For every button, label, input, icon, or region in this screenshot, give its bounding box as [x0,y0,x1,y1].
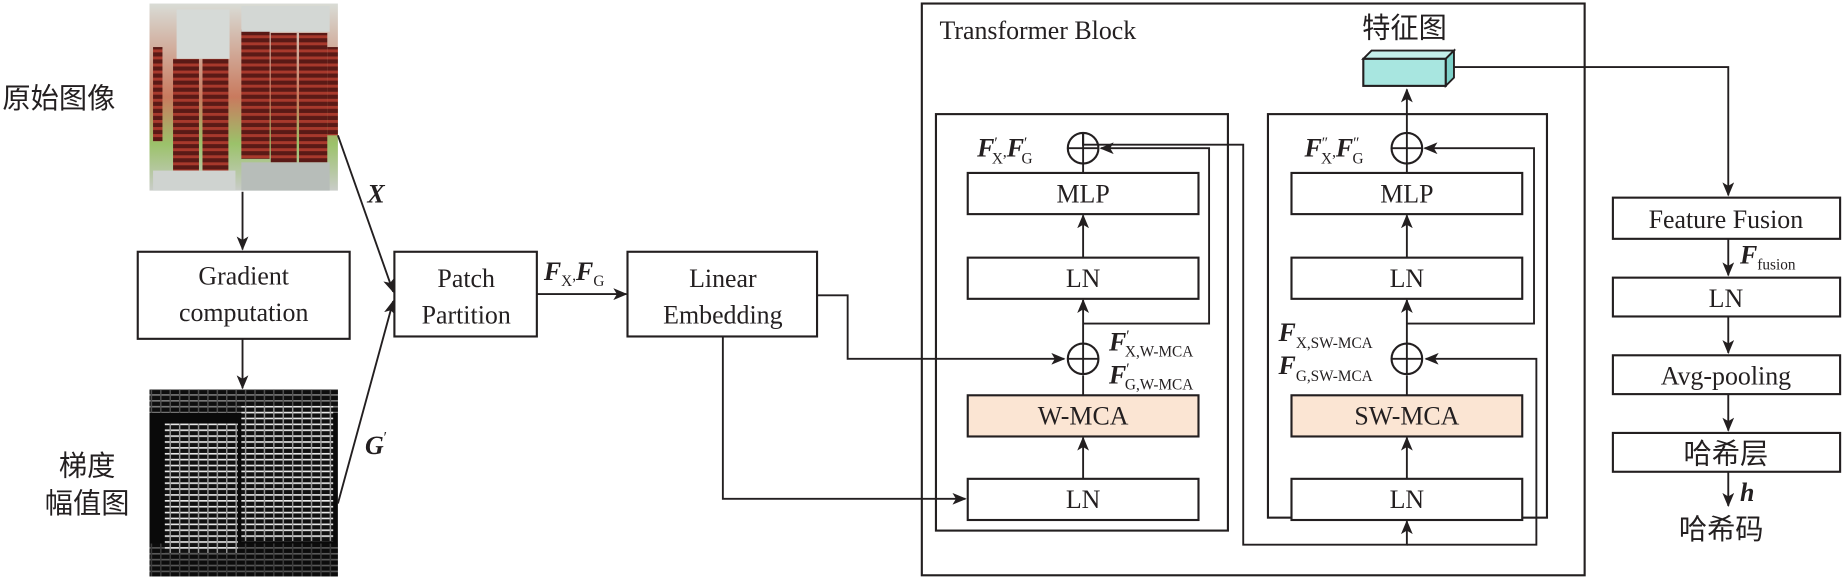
gradient-image-label-line2: 幅值图 [45,487,130,520]
connector-block2-skip-1 [1406,352,1538,546]
hash-layer-label: 哈希层 [1684,438,1769,471]
gradient-image-label-line1: 梯度 [59,449,116,482]
block2-ln-bottom-label: LN [1390,485,1425,514]
block1-ln-bottom-box[interactable] [966,477,1200,522]
hash-layer-box[interactable] [1611,431,1842,473]
avg-pooling-label: Avg-pooling [1661,362,1791,391]
avg-pooling-box[interactable] [1611,354,1842,396]
arrow-g-to-patch [336,300,396,504]
transformer-block-title: Transformer Block [939,16,1136,45]
feature-fusion-label: Feature Fusion [1649,205,1804,234]
block1-w-mca-box[interactable] [966,394,1200,438]
block2-sw-mca-box[interactable] [1290,394,1524,438]
head-ln-label: LN [1709,284,1744,313]
feature-map-cuboid-icon [1361,48,1457,89]
block1-w-mca-label: W-MCA [1038,402,1129,431]
linear-embedding-label-1: Linear [689,264,757,293]
block1-mid-label-g: F′G,W-MCA [1108,361,1193,394]
block2-sw-mca-label: SW-MCA [1354,402,1459,431]
block2-mid-label-g: FG,SW-MCA [1278,351,1373,385]
gradient-computation-box[interactable] [136,250,351,340]
feature-fusion-box[interactable] [1611,196,1842,240]
gradient-magnitude-image [149,389,338,577]
edge-g-label: G′ [365,429,387,460]
block2-skip-to-add-2 [1406,142,1535,325]
head-ln-box[interactable] [1611,276,1842,318]
block2-ln-top-label: LN [1390,264,1425,293]
fusion-label: Ffusion [1739,241,1796,274]
block1-residual-add-1-icon [1066,342,1100,376]
block2-mid-label-x: FX,SW-MCA [1278,318,1373,352]
gradient-computation-label-1: Gradient [198,262,289,291]
feature-map-label: 特征图 [1362,12,1447,45]
block1-output-label: F′X,F′G [976,133,1032,167]
transformer-block-frame [920,2,1586,577]
original-image [149,3,338,191]
block2-residual-add-2-icon [1390,131,1424,165]
block1-ln-bottom-label: LN [1066,485,1101,514]
block2-residual-add-1-icon [1390,342,1424,376]
block1-skip-to-add-2 [1083,142,1211,325]
patch-output-label: FX,FG [543,257,604,290]
patch-partition-label-1: Patch [437,264,495,293]
connector-feature-map-to-fusion [1453,66,1735,197]
block2-mlp-label: MLP [1380,179,1433,208]
hash-variable-label: h [1740,478,1754,507]
block2-output-label: F″X,F″G [1303,133,1363,167]
hash-code-label: 哈希码 [1679,513,1764,546]
block1-ln-top-label: LN [1066,264,1101,293]
edge-x-label: X [366,179,385,208]
linear-embedding-label-2: Embedding [663,301,782,330]
block2-ln-bottom-box[interactable] [1290,477,1524,522]
connector-block1-output-route [1082,132,1413,546]
block2-mlp-box[interactable] [1290,171,1524,216]
block1-mid-label-x: F′X,W-MCA [1108,328,1193,361]
connector-embedding-to-ln [721,336,967,505]
arrow-x-to-patch [336,134,395,293]
gradient-computation-label-2: computation [179,298,308,327]
connector-embedding-to-residual [817,294,1066,365]
original-image-label: 原始图像 [2,82,115,115]
block1-mlp-label: MLP [1057,179,1110,208]
block2-ln-top-box[interactable] [1290,256,1524,300]
linear-embedding-box[interactable] [626,250,819,338]
patch-partition-label-2: Partition [422,301,511,330]
patch-partition-box[interactable] [393,250,538,338]
block1-frame [934,113,1229,532]
